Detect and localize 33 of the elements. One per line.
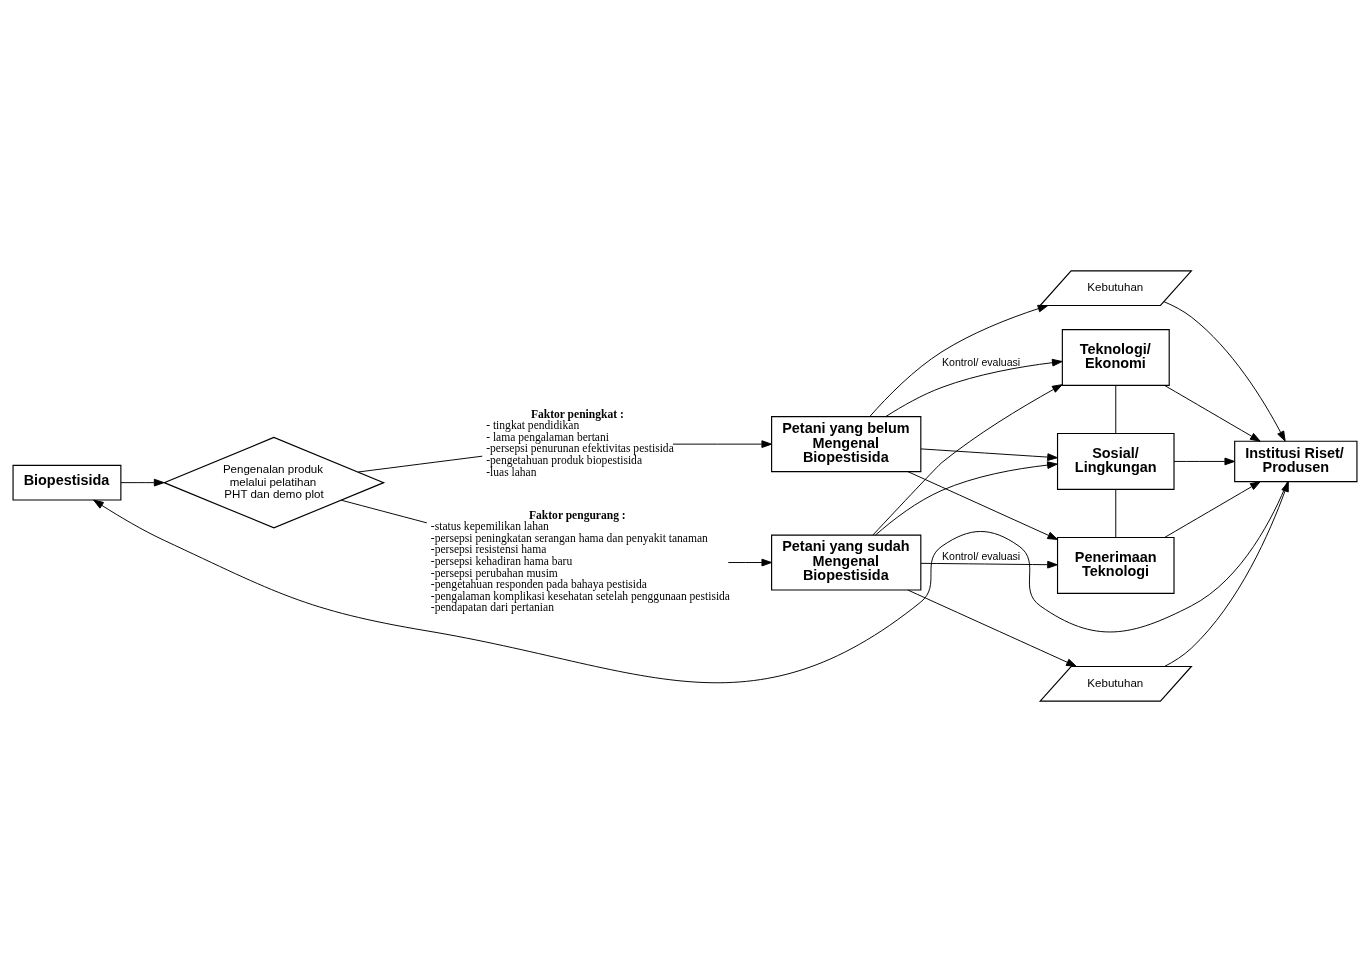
arrow bbox=[920, 560, 1058, 569]
edge-label: Kontrol/ evaluasi bbox=[942, 355, 1021, 368]
arrow bbox=[869, 304, 1049, 417]
node-text: Faktor pengurang : -status kepemilikan lahan -persepsi peningkatan serangan hama dan penyakit tanaman -persepsi resistensi hama -persepsi kehadiran hama baru -persepsi perubahan musim -pengetahuan responden pada bahaya pestisida -pengalaman komplikasi kesehatan setelah penggunaan pestisida -pendapatan dari pertanian bbox=[430, 508, 731, 613]
arrow bbox=[920, 447, 1058, 461]
connector bbox=[1115, 384, 1117, 434]
arrow bbox=[1164, 384, 1261, 442]
node-box: Biopestisida bbox=[12, 464, 122, 501]
node-box: Penerimaan Teknologi bbox=[1056, 536, 1175, 594]
arrow bbox=[1164, 480, 1261, 538]
edge-label: Kontrol/ evaluasi bbox=[942, 549, 1021, 562]
arrow bbox=[1164, 480, 1289, 667]
arrow bbox=[885, 358, 1063, 417]
node-box: Petani yang belum Mengenal Biopestisida bbox=[771, 415, 922, 472]
arrow bbox=[907, 589, 1077, 667]
connector bbox=[1115, 488, 1117, 538]
arrow bbox=[1173, 457, 1236, 465]
node-diamond: Pengenalan produk melalui pelatihan PHT dan demo plot bbox=[162, 436, 386, 528]
arrow bbox=[120, 478, 165, 486]
node-box: Petani yang sudah Mengenal Biopestisida bbox=[771, 534, 922, 591]
connector bbox=[341, 499, 428, 523]
arrow bbox=[672, 439, 773, 448]
connector bbox=[357, 455, 483, 472]
arrow bbox=[727, 558, 773, 566]
node-box: Teknologi/ Ekonomi bbox=[1061, 328, 1170, 386]
arrow bbox=[93, 480, 1288, 683]
arrow bbox=[872, 383, 1063, 535]
arrow bbox=[907, 470, 1058, 540]
arrow bbox=[875, 460, 1058, 535]
node-box: Institusi Riset/ Produsen bbox=[1234, 440, 1358, 482]
node-box: Sosial/ Lingkungan bbox=[1056, 432, 1175, 490]
arrow bbox=[1163, 300, 1286, 442]
node-text: Faktor peningkat : - tingkat pendidikan - lama pengalaman bertani -persepsi penurunan efektivitas pestisida -pengetahuan produk biopestisida -luas lahan bbox=[486, 407, 674, 478]
